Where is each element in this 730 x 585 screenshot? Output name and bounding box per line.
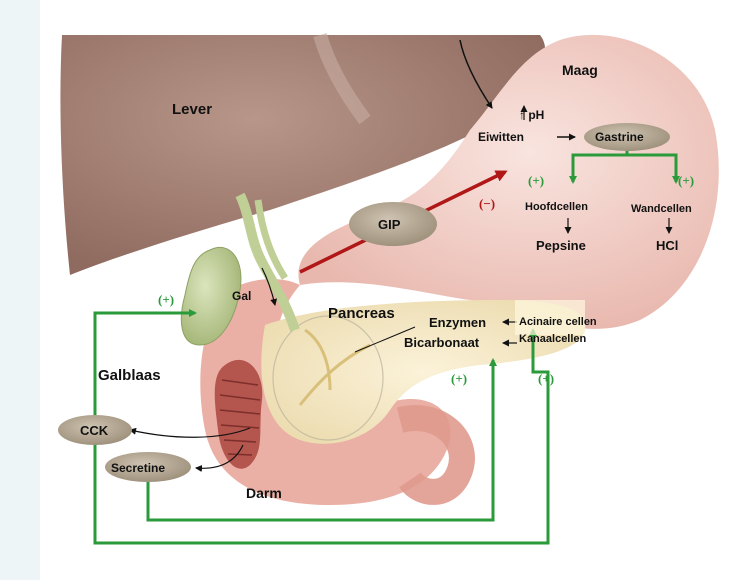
cck-label: CCK [80, 423, 109, 438]
enzymen-label: Enzymen [429, 315, 486, 330]
hoofdcellen-label: Hoofdcellen [525, 201, 588, 213]
plus-sign-kanaalcellen: (+) [451, 371, 467, 386]
pancreas-label: Pancreas [328, 305, 395, 322]
galblaas-label: Galblaas [98, 367, 161, 384]
hcl-label: HCl [656, 238, 678, 253]
wandcellen-label: Wandcellen [631, 203, 692, 215]
background-strip [0, 0, 40, 580]
pepsine-label: Pepsine [536, 238, 586, 253]
ph-label: ↑ pH [519, 108, 544, 122]
cck-to-acinaire-arrow [533, 330, 548, 543]
gal-label: Gal [232, 289, 251, 303]
acinaire-cellen-label: Acinaire cellen [519, 316, 597, 328]
darm-label: Darm [246, 485, 282, 501]
liver-label: Lever [172, 101, 212, 118]
plus-sign-galblaas: (+) [158, 292, 174, 307]
plus-sign-wandcellen: (+) [678, 173, 694, 188]
bicarbonaat-label: Bicarbonaat [404, 335, 480, 350]
plus-sign-hoofdcellen: (+) [528, 173, 544, 188]
plus-sign-acinaire: (+) [538, 371, 554, 386]
eiwitten-label: Eiwitten [478, 130, 524, 144]
kanaalcellen-label: Kanaalcellen [519, 333, 587, 345]
gastrine-label: Gastrine [595, 130, 644, 144]
gip-label: GIP [378, 217, 401, 232]
secretine-label: Secretine [111, 461, 165, 475]
minus-sign-gip: (−) [479, 196, 495, 211]
stomach-label: Maag [562, 62, 598, 78]
